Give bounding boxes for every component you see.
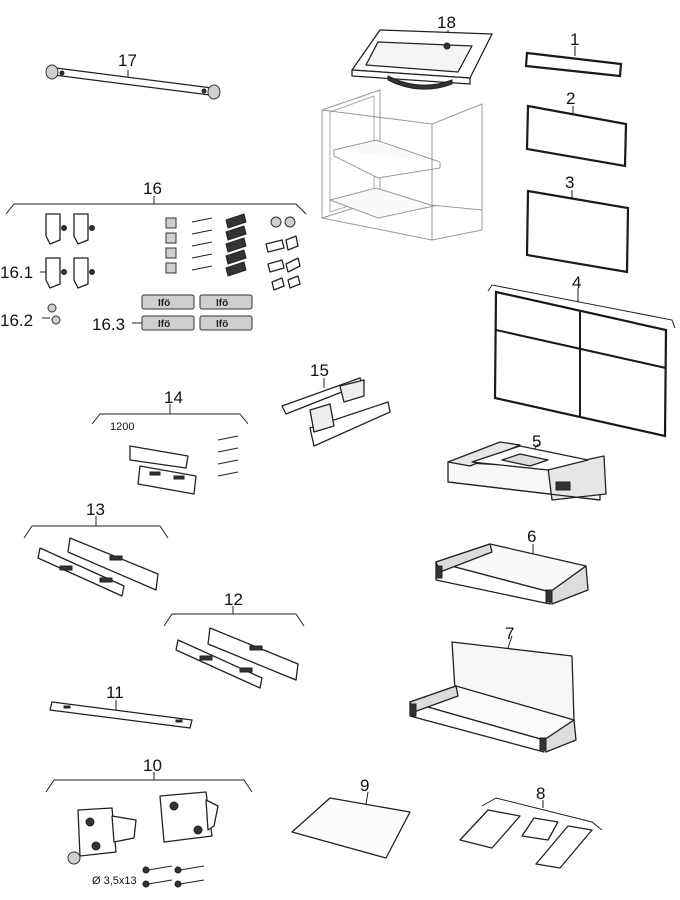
part-14-wall-bracket (91, 404, 249, 495)
label-6: 6 (527, 527, 536, 546)
square-caps (165, 217, 177, 274)
label-17: 17 (118, 51, 137, 70)
label-9: 9 (360, 776, 369, 795)
part-10-hinges (45, 772, 253, 888)
cabinet-carcass (321, 89, 483, 241)
label-12: 12 (224, 590, 243, 609)
part-3-panel (525, 189, 630, 274)
part-1-panel (524, 46, 623, 78)
part-5-drawer-with-divider (447, 441, 607, 501)
hanger-brackets (45, 213, 95, 289)
label-13: 13 (86, 500, 105, 519)
part-4-double-panel (487, 284, 676, 438)
brand-plate-2: Ifö (216, 298, 228, 309)
label-16-1: 16.1 (0, 263, 33, 282)
label-16-3: 16.3 (92, 315, 125, 334)
part-12-drawer-runners (163, 606, 305, 689)
part-15-frame (281, 377, 391, 447)
label-3: 3 (565, 173, 574, 192)
part-18-basin (351, 29, 493, 90)
label-14: 14 (164, 388, 183, 407)
brand-plate-4: Ifö (216, 319, 228, 330)
bracket-length-label: 1200 (110, 421, 134, 433)
label-1: 1 (570, 30, 579, 49)
label-2: 2 (566, 89, 575, 108)
label-8: 8 (536, 784, 545, 803)
hinge-screws (142, 865, 205, 888)
screw-spec-label: Ø 3,5x13 (92, 875, 137, 887)
label-15: 15 (310, 361, 329, 380)
brand-plate-1: Ifö (158, 298, 170, 309)
label-16: 16 (143, 179, 162, 198)
brand-plate-3: Ifö (158, 319, 170, 330)
part-13-drawer-runners (23, 516, 169, 597)
brand-plates: Ifö Ifö Ifö Ifö (132, 294, 253, 331)
screws-and-plugs (191, 213, 247, 277)
adjuster-screws (40, 271, 61, 325)
label-16-2: 16.2 (0, 311, 33, 330)
hinge-right (159, 791, 219, 843)
label-18: 18 (437, 13, 456, 32)
part-17-towel-rail (45, 64, 221, 100)
part-11-rail (49, 700, 193, 729)
part-16-fittings-kit: Ifö Ifö Ifö Ifö (5, 196, 307, 331)
washers-and-bolts (265, 216, 301, 291)
part-6-drawer (435, 543, 589, 605)
part-9-glass-shelf (291, 791, 411, 859)
label-11: 11 (106, 683, 124, 702)
hinge-left (67, 807, 137, 865)
label-5: 5 (532, 432, 541, 451)
label-7: 7 (505, 624, 514, 643)
label-4: 4 (572, 273, 581, 292)
part-8-glass-set (459, 797, 603, 869)
label-10: 10 (143, 756, 162, 775)
part-7-drawer-high-back (409, 635, 577, 753)
part-2-panel (525, 104, 628, 168)
